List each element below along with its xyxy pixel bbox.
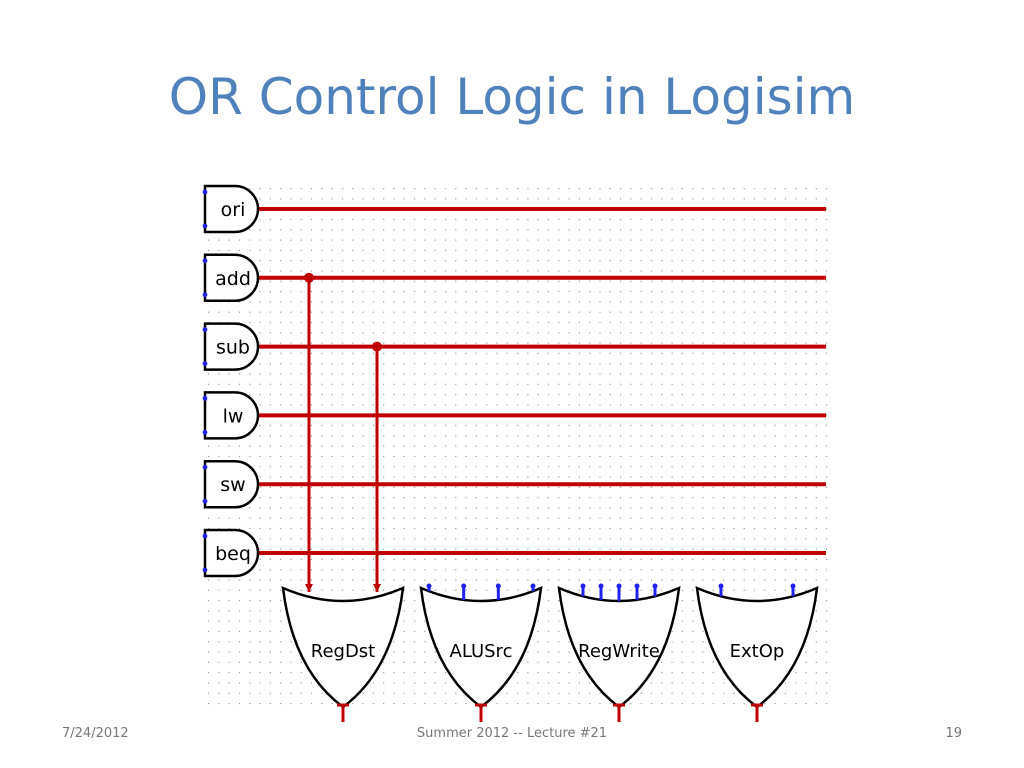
junction-dot-add <box>304 272 314 283</box>
and-gate-add: add <box>202 253 260 303</box>
input-pin-dot <box>202 327 208 332</box>
slide-title: OR Control Logic in Logisim <box>168 68 856 126</box>
or-gate-label: RegDst <box>311 641 376 662</box>
or-gate-extop: ExtOp <box>695 583 819 722</box>
and-gate-sub: sub <box>202 322 260 371</box>
or-gate-regwrite: RegWrite <box>557 583 681 722</box>
or-gate-label: ExtOp <box>730 641 785 662</box>
footer-date: 7/24/2012 <box>62 726 129 741</box>
input-pin-dot <box>202 189 208 195</box>
or-gate-regdst: RegDst <box>281 585 405 722</box>
input-pin-dot <box>202 292 208 298</box>
or-gates: RegDst ALUSrc RegWrite ExtOp <box>281 583 819 722</box>
input-pin-dot <box>202 223 208 229</box>
and-gates: ori add sub lw sw beq <box>202 184 260 578</box>
input-pin-dot <box>202 533 208 539</box>
and-gate-label: add <box>215 268 251 290</box>
footer-page-number: 19 <box>945 726 962 741</box>
input-pin-dot <box>202 567 208 573</box>
input-pin-dot <box>202 498 208 504</box>
and-gate-label: lw <box>223 405 244 427</box>
input-pin-dot <box>202 464 208 470</box>
or-gate-alusrc: ALUSrc <box>419 583 543 722</box>
and-gate-label: ori <box>221 199 246 221</box>
and-gate-ori: ori <box>202 184 260 234</box>
junction-dot-sub <box>372 341 382 352</box>
or-gate-label: RegWrite <box>578 641 660 662</box>
and-gate-beq: beq <box>202 528 260 578</box>
and-gate-label: beq <box>215 543 251 565</box>
wires <box>258 207 826 592</box>
input-pin-dot <box>202 430 208 435</box>
footer-lecture: Summer 2012 -- Lecture #21 <box>416 726 608 741</box>
input-pin-dot <box>202 258 208 264</box>
input-pin-dot <box>202 396 208 401</box>
and-gate-label: sub <box>216 337 250 359</box>
pin-arrow-sub <box>373 584 381 592</box>
input-pin-dot <box>202 361 208 366</box>
and-gate-lw: lw <box>202 391 260 440</box>
or-gate-label: ALUSrc <box>450 641 513 662</box>
and-gate-sw: sw <box>202 459 260 509</box>
pin-arrow-add <box>305 584 313 592</box>
and-gate-label: sw <box>220 474 245 496</box>
